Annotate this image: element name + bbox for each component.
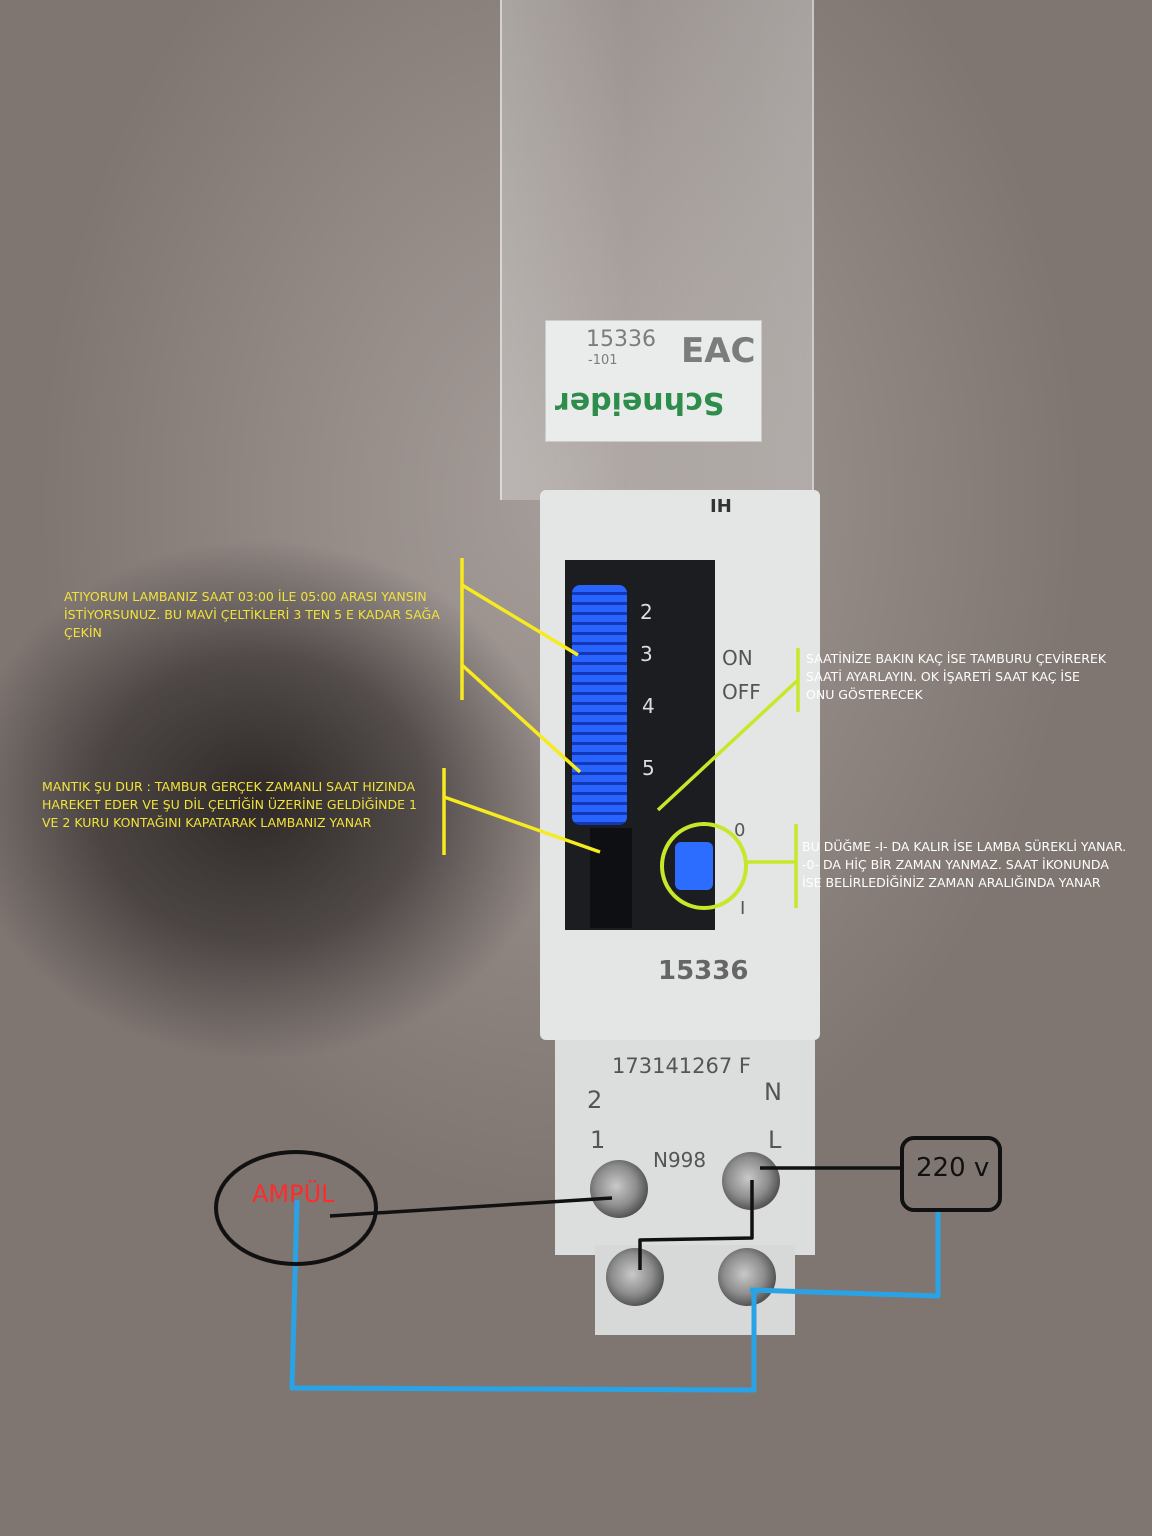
switch-line-2: -0- DA HİÇ BİR ZAMAN YANMAZ. SAAT İKONUN… [802,857,1109,873]
yellow-callout-lines [442,558,601,855]
logic-line-3: VE 2 KURU KONTAĞINI KAPATARAK LAMBANIZ Y… [42,815,372,831]
logic-explanation-note: MANTIK ŞU DUR : TAMBUR GERÇEK ZAMANLI SA… [42,778,417,832]
drum-instruction-line-1: ATIYORUM LAMBANIZ SAAT 03:00 İLE 05:00 A… [64,589,427,604]
lid-model-sub: -101 [588,353,618,368]
terminal-screw-1[interactable] [590,1160,648,1218]
set-time-line-1: SAATİNİZE BAKIN KAÇ İSE TAMBURU ÇEVİRERE… [806,651,1107,666]
approval-code: N998 [653,1148,707,1172]
eac-mark: EAC [681,331,756,371]
serial-number: 173141267 F [612,1054,752,1078]
switch-line-3: İSE BELİRLEDİĞİNİZ ZAMAN ARALIĞINDA YANA… [802,875,1101,891]
switch-position-0: 0 [734,820,746,841]
terminal-block [555,1040,815,1255]
drum-instruction-line-3: ÇEKİN [64,625,102,641]
switch-modes-note: BU DÜĞME -I- DA KALIR İSE LAMBA SÜREKLİ … [802,838,1126,892]
terminal-screw-lower-left[interactable] [606,1248,664,1306]
hour-mark-4: 4 [642,694,655,718]
hour-mark-3: 3 [640,642,653,666]
terminal-screw-lower-right[interactable] [718,1248,776,1306]
set-time-note: SAATİNİZE BAKIN KAÇ İSE TAMBURU ÇEVİRERE… [806,650,1106,704]
lid-label: 15336 -101 EAC [545,320,762,442]
supply-voltage-label: 220 v [916,1153,990,1183]
switching-tongue [590,828,632,928]
logic-line-2: HAREKET EDER VE ŞU DİL ÇELTİĞİN ÜZERİNE … [42,797,417,813]
logic-line-1: MANTIK ŞU DUR : TAMBUR GERÇEK ZAMANLI SA… [42,779,416,794]
switch-line-1: BU DÜĞME -I- DA KALIR İSE LAMBA SÜREKLİ … [802,839,1127,854]
wiring-diagram [214,1136,1002,1393]
terminal-label-2: 2 [587,1086,603,1114]
mode-switch-knob[interactable] [675,842,713,890]
lamp-label: AMPÜL [252,1180,335,1208]
drum-instruction-line-2: İSTİYORSUNUZ. BU MAVİ ÇELTİKLERİ 3 TEN 5… [64,607,440,623]
hour-mark-5: 5 [642,756,655,780]
set-time-line-3: ONU GÖSTERECEK [806,687,923,703]
drum-instruction-note: ATIYORUM LAMBANIZ SAAT 03:00 İLE 05:00 A… [64,588,440,642]
lid-model-number: 15336 [586,327,656,352]
terminal-label-1: 1 [590,1126,606,1154]
terminal-label-N: N [764,1078,782,1106]
switch-position-1: I [740,898,746,919]
front-model-number: 15336 [658,956,749,986]
corner-mark: IH [710,496,732,517]
device-shadow [0,540,560,1060]
set-time-line-2: SAATİ AYARLAYIN. OK İŞARETİ SAAT KAÇ İSE [806,669,1080,685]
blue-tappet-drum[interactable] [572,585,627,825]
terminal-label-L: L [768,1126,782,1154]
mode-off-label: OFF [722,680,761,704]
green-callout-lines [656,648,800,910]
mode-on-label: ON [722,646,753,670]
hour-mark-2: 2 [640,600,653,624]
